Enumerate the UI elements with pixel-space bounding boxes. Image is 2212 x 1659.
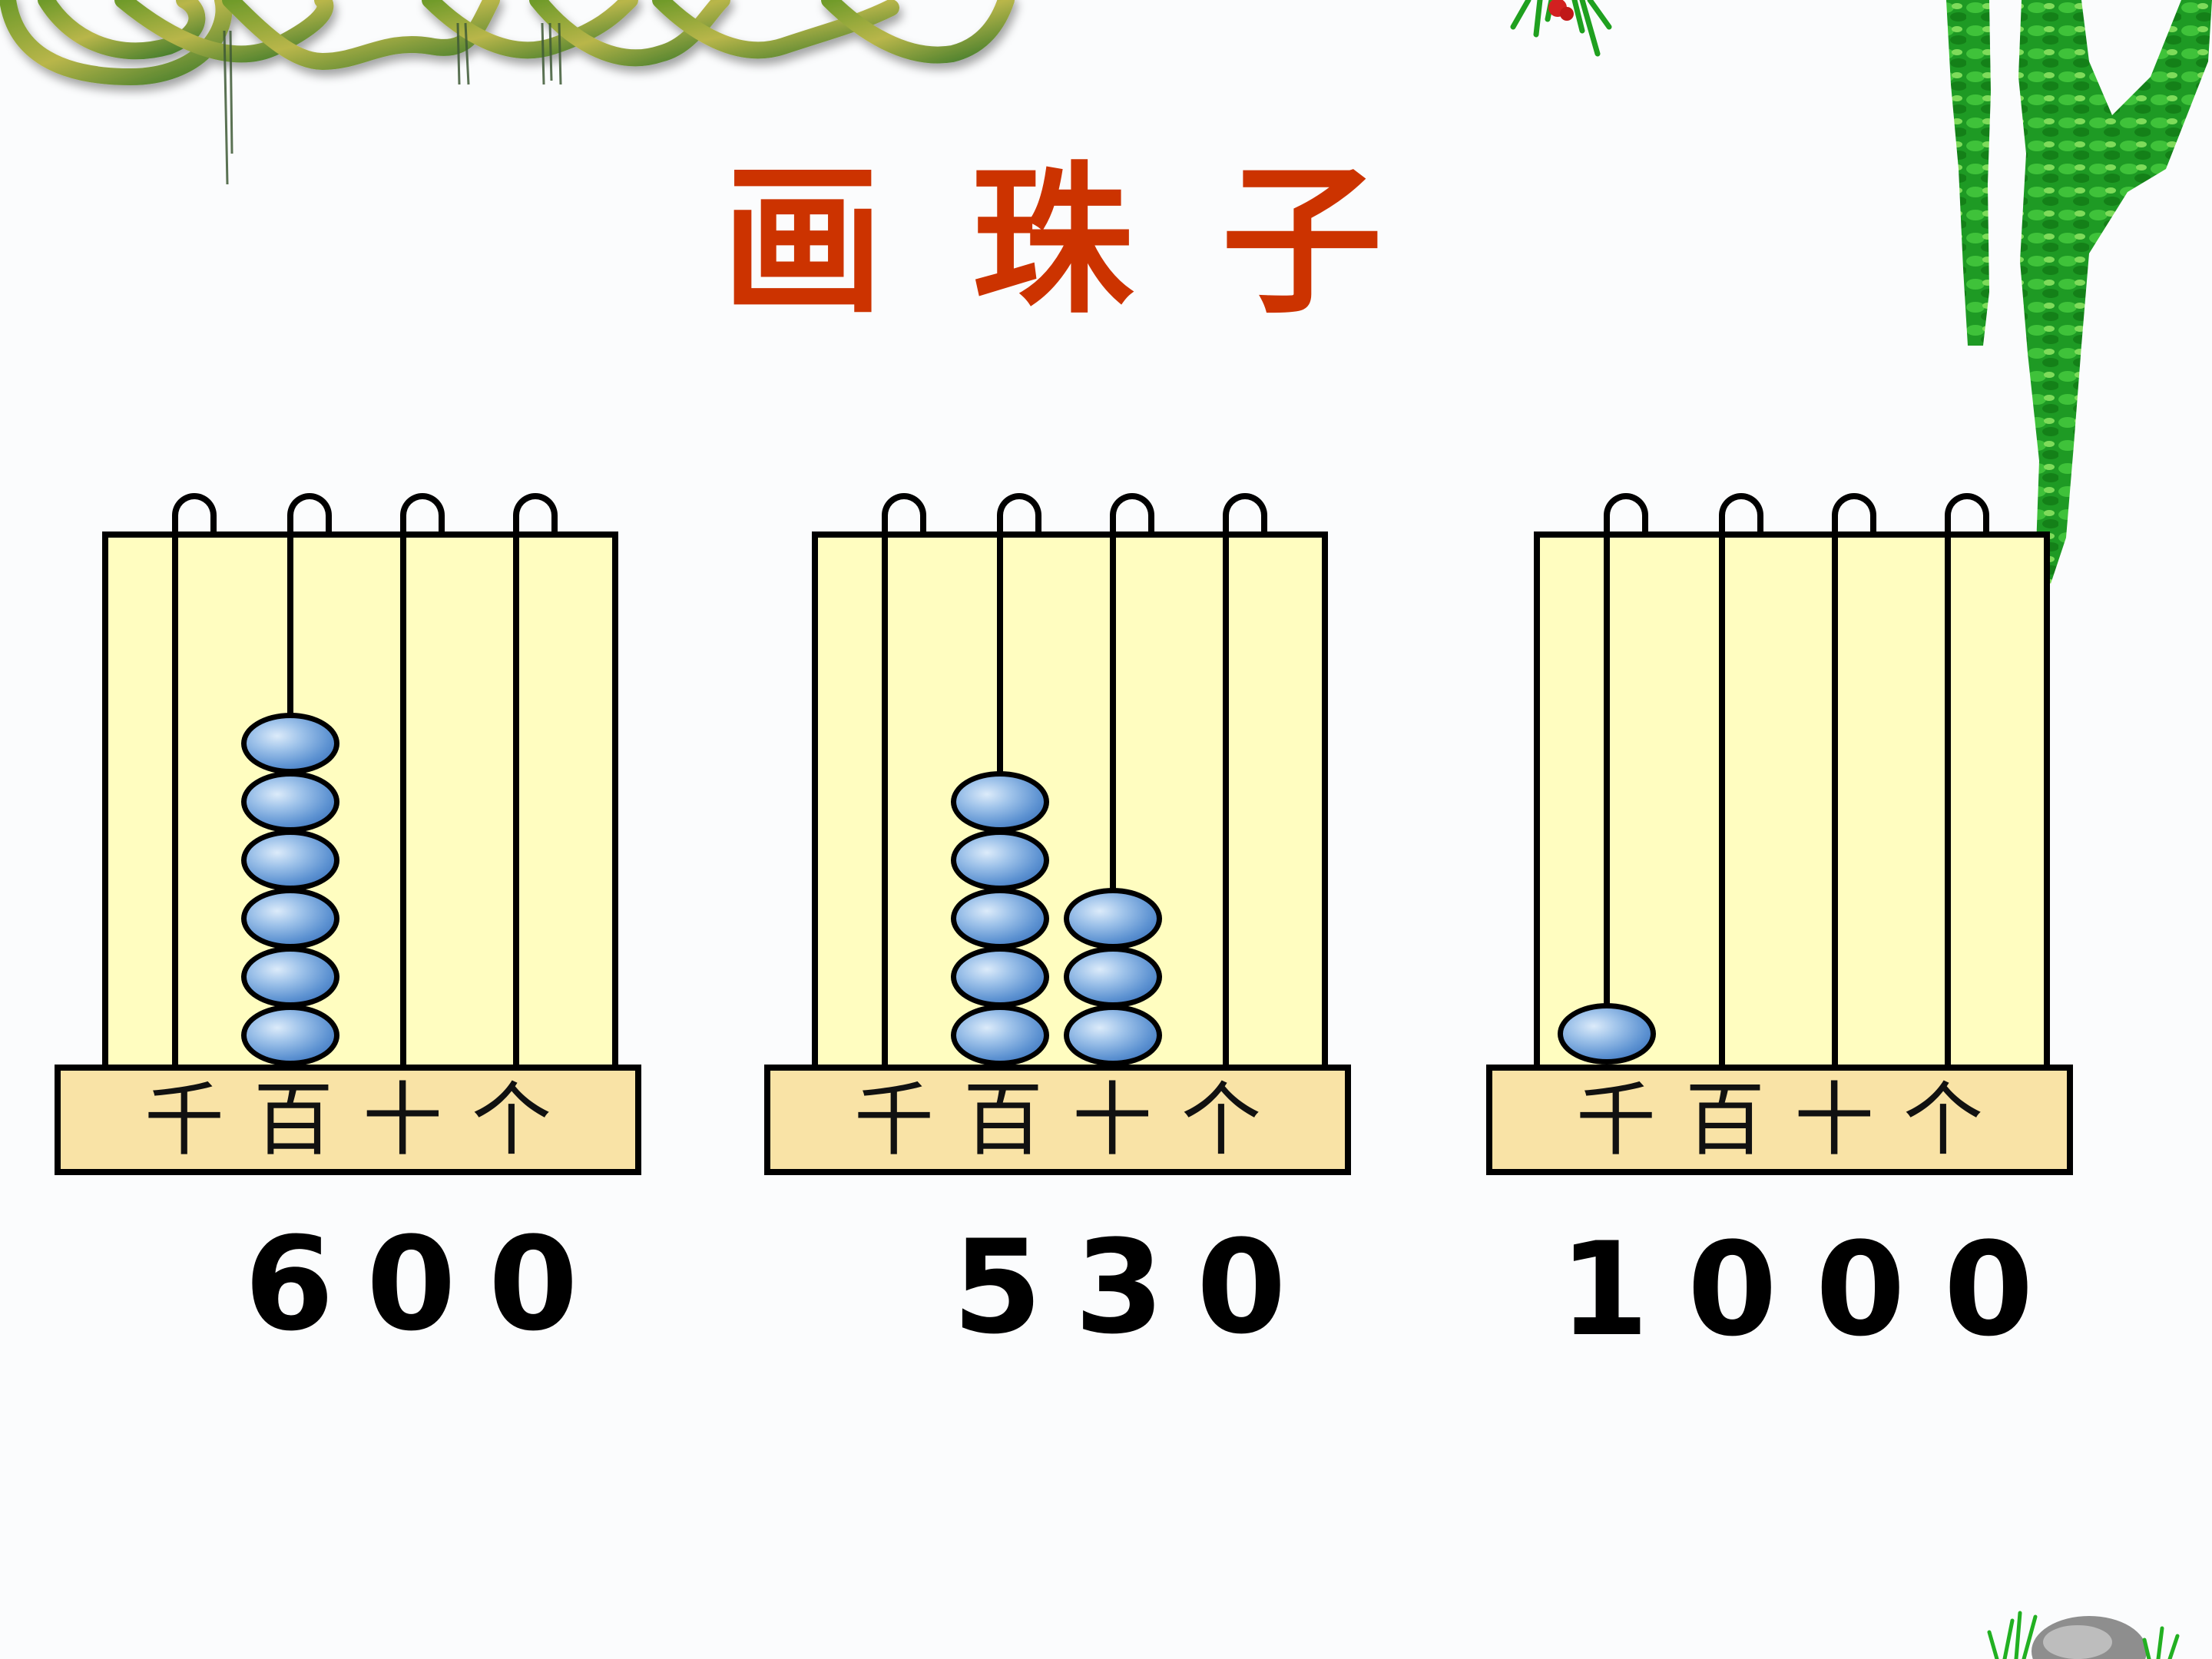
rod-thousands <box>1604 515 1610 1006</box>
abacus-value-530: 530 <box>952 1212 1319 1363</box>
rod-loop-hundreds <box>997 493 1041 538</box>
bead[interactable] <box>241 830 339 891</box>
page-title: 画 珠 子 <box>714 154 1390 330</box>
label-ones: 个 <box>471 1073 551 1167</box>
rod-thousands <box>172 515 178 1065</box>
bead[interactable] <box>951 888 1049 949</box>
title-char-3: 子 <box>1220 147 1382 336</box>
abacus-frame <box>1534 531 2050 1071</box>
label-thousands: 千 <box>144 1073 224 1167</box>
label-tens: 十 <box>362 1073 442 1167</box>
bead[interactable] <box>951 1005 1049 1066</box>
rod-loop-ones <box>1223 493 1267 538</box>
label-thousands: 千 <box>1575 1073 1656 1167</box>
rod-loop-thousands <box>172 493 217 538</box>
rod-loop-thousands <box>1604 493 1648 538</box>
label-hundreds: 百 <box>253 1073 333 1167</box>
bead[interactable] <box>951 946 1049 1008</box>
title-char-2: 珠 <box>971 147 1133 336</box>
rod-loop-thousands <box>882 493 926 538</box>
abacus-600: 千 百 十 个 <box>55 461 669 1198</box>
rock-grass-decoration <box>1987 1611 2180 1659</box>
berry-sprig-decoration <box>1510 0 1612 57</box>
rod-tens <box>1110 515 1116 891</box>
label-hundreds: 百 <box>1684 1073 1765 1167</box>
rod-tens <box>1832 515 1838 1065</box>
rod-thousands <box>882 515 888 1065</box>
rod-loop-hundreds <box>287 493 332 538</box>
bead[interactable] <box>241 713 339 774</box>
abacus-base: 千 百 十 个 <box>764 1065 1351 1175</box>
label-tens: 十 <box>1793 1073 1874 1167</box>
rod-loop-tens <box>1832 493 1876 538</box>
rod-ones <box>513 515 519 1065</box>
bead[interactable] <box>241 888 339 949</box>
title-char-1: 画 <box>721 147 883 336</box>
abacus-530: 千 百 十 个 <box>764 461 1379 1198</box>
label-ones: 个 <box>1181 1073 1261 1167</box>
bead[interactable] <box>1558 1003 1656 1065</box>
rod-loop-tens <box>1110 493 1154 538</box>
rod-ones <box>1945 515 1951 1065</box>
bead[interactable] <box>241 1005 339 1066</box>
bead[interactable] <box>241 946 339 1008</box>
rod-hundreds <box>1719 515 1725 1065</box>
abacus-value-600: 600 <box>244 1209 611 1359</box>
bead[interactable] <box>951 771 1049 833</box>
rod-hundreds <box>997 515 1003 776</box>
rod-loop-ones <box>513 493 558 538</box>
rod-loop-tens <box>400 493 445 538</box>
bead[interactable] <box>1064 946 1162 1008</box>
abacus-1000: 千 百 十 个 <box>1486 461 2101 1198</box>
abacus-base: 千 百 十 个 <box>55 1065 641 1175</box>
bead[interactable] <box>1064 1005 1162 1066</box>
bead[interactable] <box>951 830 1049 891</box>
bead[interactable] <box>241 771 339 833</box>
bead[interactable] <box>1064 888 1162 949</box>
rod-tens <box>400 515 406 1065</box>
rod-hundreds <box>287 515 293 714</box>
label-tens: 十 <box>1071 1073 1152 1167</box>
abacus-value-1000: 1000 <box>1559 1214 2072 1365</box>
label-ones: 个 <box>1902 1073 1983 1167</box>
rod-loop-ones <box>1945 493 1989 538</box>
rod-ones <box>1223 515 1229 1065</box>
rod-loop-hundreds <box>1719 493 1763 538</box>
label-thousands: 千 <box>853 1073 934 1167</box>
abacus-base: 千 百 十 个 <box>1486 1065 2073 1175</box>
abacus-frame <box>102 531 618 1071</box>
label-hundreds: 百 <box>962 1073 1043 1167</box>
